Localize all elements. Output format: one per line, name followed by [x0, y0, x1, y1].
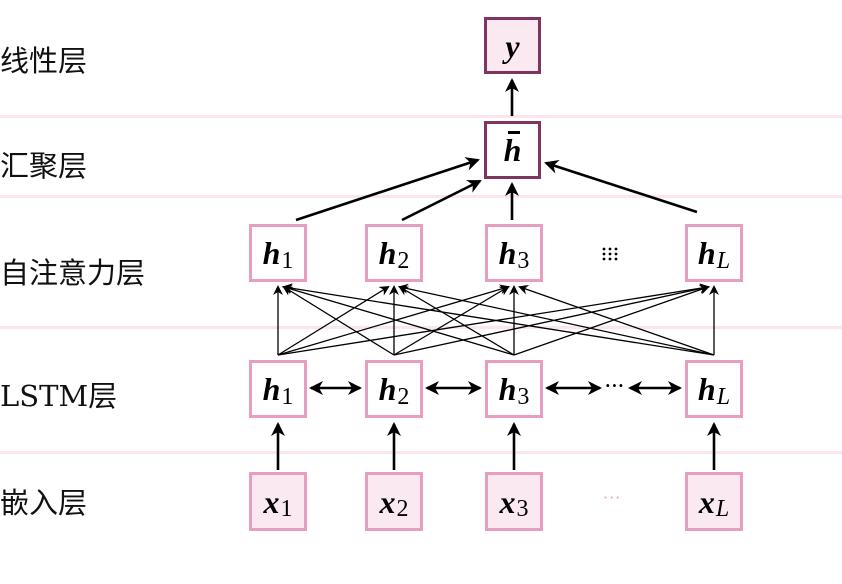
node-subscript: 2: [397, 383, 410, 410]
layer-label-self-attention: 自注意力层: [0, 256, 146, 290]
attention-edge-1-4: [277, 283, 710, 356]
embedding-ellipsis: ···: [603, 488, 622, 507]
layer-label-linear: 线性层: [0, 44, 88, 78]
attention-edge-1-3: [277, 284, 510, 356]
node-subscript: 1: [281, 247, 294, 274]
attention-edge-2-3: [393, 285, 510, 356]
output-symbol: y: [505, 27, 520, 64]
separator-linear-pooling: [0, 115, 842, 118]
separator-lstm-embedding: [0, 451, 842, 454]
node-symbol: x: [379, 483, 396, 520]
separator-pooling-attention: [0, 195, 842, 198]
node-subscript: L: [716, 247, 731, 274]
attention-edge-4-2: [398, 283, 715, 356]
node-subscript: 3: [517, 383, 530, 410]
node-symbol: h: [262, 235, 281, 271]
node-subscript: 3: [516, 496, 529, 522]
node-symbol: x: [698, 483, 715, 520]
attention-edge-2-1: [282, 285, 395, 356]
attention-edge-3-4: [513, 284, 710, 356]
node-symbol: h: [498, 235, 517, 271]
node-symbol: h: [262, 371, 281, 407]
node-symbol: h: [378, 371, 397, 407]
pooled-symbol: h: [503, 131, 522, 168]
vertical-dots-icon: [602, 247, 618, 261]
node-subscript: 2: [397, 247, 410, 274]
node-subscript: L: [716, 383, 731, 410]
node-symbol: x: [499, 483, 516, 520]
node-symbol: h: [378, 235, 397, 271]
node-symbol: x: [263, 483, 280, 520]
layer-label-pooling: 汇聚层: [0, 149, 88, 183]
node-subscript: L: [715, 496, 730, 522]
arrow-attention-L-to-pool: [544, 160, 698, 214]
attention-edge-4-1: [282, 283, 715, 356]
node-symbol: h: [697, 235, 716, 271]
layer-label-embedding: 嵌入层: [0, 486, 88, 520]
node-subscript: 3: [517, 247, 530, 274]
node-symbol: h: [498, 371, 517, 407]
attention-edge-1-2: [277, 285, 390, 356]
node-symbol: h: [697, 371, 716, 407]
attention-edge-2-4: [393, 283, 710, 356]
pooled-node-h-bar: h: [484, 121, 541, 179]
arrow-attention-1-to-pool: [295, 157, 480, 222]
attention-edge-3-1: [282, 284, 515, 356]
node-subscript: 2: [396, 496, 409, 522]
attention-ellipsis: [601, 246, 621, 263]
attention-edge-3-2: [398, 285, 515, 356]
node-subscript: 1: [281, 383, 294, 410]
arrow-attention-2-to-pool: [401, 179, 482, 222]
lstm-ellipsis: ···: [605, 376, 625, 395]
node-subscript: 1: [280, 496, 293, 522]
layer-label-lstm: LSTM层: [0, 379, 118, 413]
attention-edge-4-3: [518, 284, 715, 356]
output-node-y: y: [484, 17, 541, 74]
